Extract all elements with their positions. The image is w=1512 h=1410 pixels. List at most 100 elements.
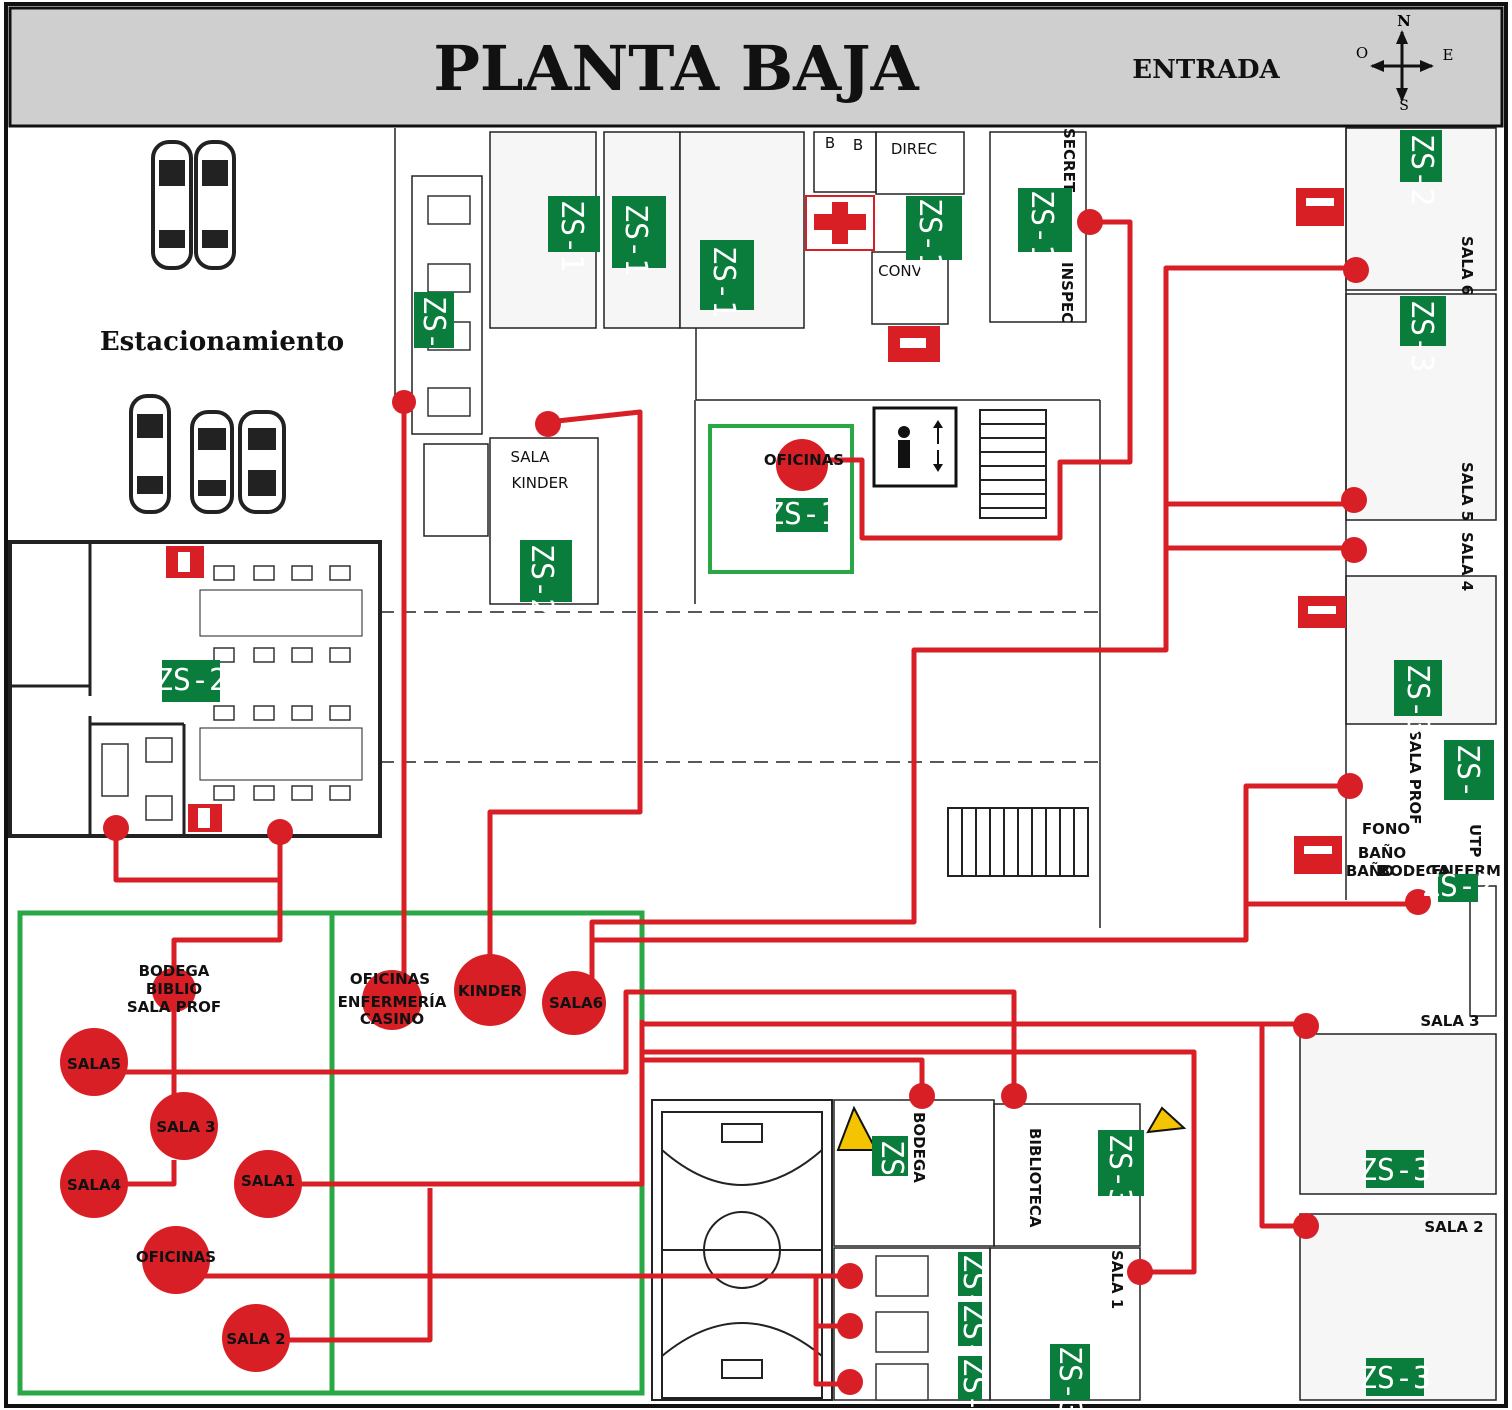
- zone-tag: ZS-3: [956, 1302, 991, 1376]
- elevator-icon: [872, 406, 958, 488]
- room-label-direc: DIREC: [891, 140, 937, 158]
- page-title: PLANTA BAJA: [433, 32, 919, 105]
- node-label-enfermeria: ENFERMERÍA: [338, 992, 447, 1011]
- assembly-node-oficinas: OFICINAS: [136, 1226, 216, 1294]
- electrical-hazard-icon: [836, 1105, 878, 1151]
- first-aid-icon: [805, 195, 875, 251]
- svg-text:ZS-3: ZS-3: [1359, 1153, 1431, 1188]
- assembly-node-sala4: SALA4: [60, 1150, 128, 1218]
- node-label-oficinas: OFICINAS: [350, 970, 430, 988]
- node-label-sala3: SALA 3: [156, 1118, 215, 1136]
- room-label-sala3: SALA 3: [1420, 1012, 1479, 1030]
- svg-text:ZS-1: ZS-1: [618, 204, 653, 276]
- svg-text:ZS-3: ZS-3: [1052, 1346, 1087, 1410]
- assembly-node-oficinas-enf: OFICINAS ENFERMERÍA CASINO: [338, 970, 447, 1030]
- assembly-marker-oficinas: [776, 439, 828, 491]
- entrance-label: ENTRADA: [1132, 55, 1280, 85]
- svg-text:ZS-1: ZS-1: [554, 200, 589, 272]
- svg-text:ZS-2: ZS-2: [1404, 134, 1439, 206]
- room-label-sala-kinder-2: KINDER: [512, 474, 569, 492]
- room-label-utp: UTP: [1466, 824, 1484, 857]
- safe-zone-box: [708, 424, 854, 574]
- header-band: [8, 6, 1504, 128]
- svg-text:ZS-3: ZS-3: [1450, 744, 1485, 816]
- node-label-casino: CASINO: [360, 1010, 424, 1028]
- node-label-kinder: KINDER: [458, 982, 522, 1000]
- fire-extinguisher-icon: [1298, 596, 1346, 628]
- zone-tag: ZS-1: [766, 497, 838, 532]
- svg-text:ZS-2: ZS-2: [1422, 869, 1494, 904]
- room-label-sala6: SALA 6: [1458, 236, 1476, 295]
- node-label-sala2: SALA 2: [226, 1330, 285, 1348]
- car-icon: [238, 410, 286, 514]
- room-label-bodega: BODEGA: [910, 1112, 928, 1183]
- room-label-b1: B: [825, 134, 835, 152]
- room-label-sala4: SALA 4: [1458, 532, 1476, 591]
- room-label-sala5: SALA 5: [1458, 462, 1476, 521]
- room-label-sala-kinder-1: SALA: [510, 448, 550, 466]
- zone-tag: ZS-2: [520, 540, 572, 616]
- route-dots: [103, 209, 1431, 1395]
- svg-text:ZS-3: ZS-3: [1359, 1361, 1431, 1396]
- zone-tag: ZS-2: [1400, 130, 1442, 206]
- compass-s: S: [1399, 98, 1409, 114]
- room-label-sala1: SALA 1: [1108, 1250, 1126, 1309]
- svg-text:ZS-1: ZS-1: [1024, 190, 1059, 262]
- zone-tag: ZS-3: [1359, 1150, 1431, 1188]
- assembly-node-sala1: SALA1: [234, 1150, 302, 1218]
- car-icon: [151, 140, 193, 270]
- assembly-node-sala5: SALA5: [60, 1028, 128, 1096]
- assembly-node-sala2: SALA 2: [222, 1304, 290, 1372]
- room-label-inspec: INSPEC: [1058, 262, 1076, 323]
- svg-text:ZS-3: ZS-3: [1400, 664, 1435, 736]
- car-icon: [129, 394, 171, 514]
- room-label-secret: SECRET: [1060, 128, 1078, 193]
- evacuation-routes: [94, 219, 1418, 1387]
- electrical-hazard-icon: [1146, 1106, 1187, 1134]
- room-label-biblioteca: BIBLIOTECA: [1026, 1128, 1044, 1228]
- compass-e: E: [1443, 46, 1454, 64]
- zone-tag: ZS-1: [1018, 188, 1072, 262]
- room-label-sala-prof: SALA PROF: [1406, 730, 1424, 824]
- zone-tag: ZS-2: [155, 660, 227, 702]
- zone-tag: ZS-3: [872, 1136, 909, 1212]
- zone-tag: ZS-1: [906, 196, 962, 270]
- zone-tag: ZS-3: [1050, 1344, 1090, 1410]
- room-label-fono: FONO: [1362, 820, 1410, 838]
- svg-text:ZS-1: ZS-1: [912, 198, 947, 270]
- assembly-node-sala6: SALA6: [542, 971, 606, 1035]
- node-label-sala5: SALA5: [67, 1055, 121, 1073]
- assembly-node-kinder: KINDER: [454, 954, 526, 1026]
- assembly-node-sala3: SALA 3: [150, 1092, 218, 1160]
- room-label-bano2: BAÑO: [1346, 861, 1394, 880]
- node-label-biblio: BIBLIO: [146, 980, 202, 998]
- parking-label: Estacionamiento: [100, 327, 344, 357]
- room-label-bano: BAÑO: [1358, 843, 1406, 862]
- zone-tag: ZS-3: [956, 1356, 991, 1410]
- zone-tag: ZS-3: [1098, 1130, 1144, 1206]
- svg-text:ZS-3: ZS-3: [1102, 1134, 1137, 1206]
- fire-extinguisher-icon: [888, 326, 940, 362]
- compass-w: O: [1356, 44, 1368, 62]
- zone-tag: ZS-1: [612, 196, 666, 276]
- svg-text:ZS-2: ZS-2: [416, 296, 451, 368]
- svg-text:ZS-3: ZS-3: [874, 1140, 909, 1212]
- zone-tag: ZS-3: [1394, 660, 1442, 736]
- stairs-icon: [947, 409, 1089, 877]
- node-label-sala-prof: SALA PROF: [127, 998, 221, 1016]
- node-label-bodega: BODEGA: [139, 962, 210, 980]
- svg-text:ZS-3: ZS-3: [1404, 300, 1439, 372]
- svg-text:ZS-3: ZS-3: [956, 1358, 991, 1410]
- assembly-node-bodega-biblio: BODEGA BIBLIO SALA PROF: [127, 962, 221, 1016]
- sports-court: [661, 1111, 823, 1399]
- zone-tag: ZS-2: [1422, 869, 1494, 904]
- room-label-b2: B: [853, 136, 863, 154]
- zone-tag: ZS-1: [700, 240, 754, 318]
- svg-text:ZS-1: ZS-1: [766, 497, 838, 532]
- fire-extinguisher-icon: [1296, 188, 1344, 226]
- node-label-oficinas-2: OFICINAS: [136, 1248, 216, 1266]
- car-icon: [190, 410, 234, 514]
- parking-area: Estacionamiento: [100, 140, 344, 514]
- fire-extinguisher-icon: [188, 804, 222, 832]
